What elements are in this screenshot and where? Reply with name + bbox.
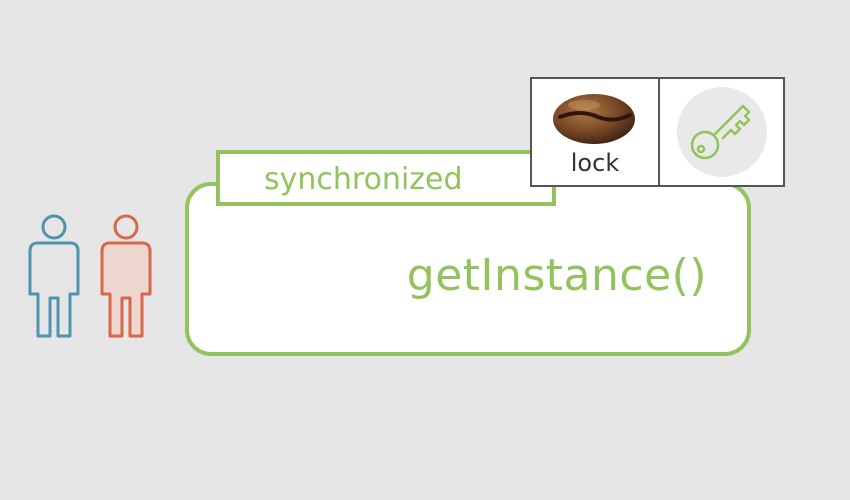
key-icon <box>690 104 751 160</box>
key-box <box>658 77 785 187</box>
person-icon <box>28 214 80 338</box>
person-icon <box>100 214 152 338</box>
key-circle <box>677 87 767 177</box>
method-block: getInstance() <box>185 182 751 356</box>
lock-label: lock <box>570 149 620 177</box>
coffee-bean-icon <box>553 94 635 144</box>
lock-box: lock <box>530 77 660 187</box>
method-label: getInstance() <box>406 250 707 301</box>
synchronized-tab: synchronized <box>216 150 556 206</box>
synchronized-label: synchronized <box>264 162 463 197</box>
